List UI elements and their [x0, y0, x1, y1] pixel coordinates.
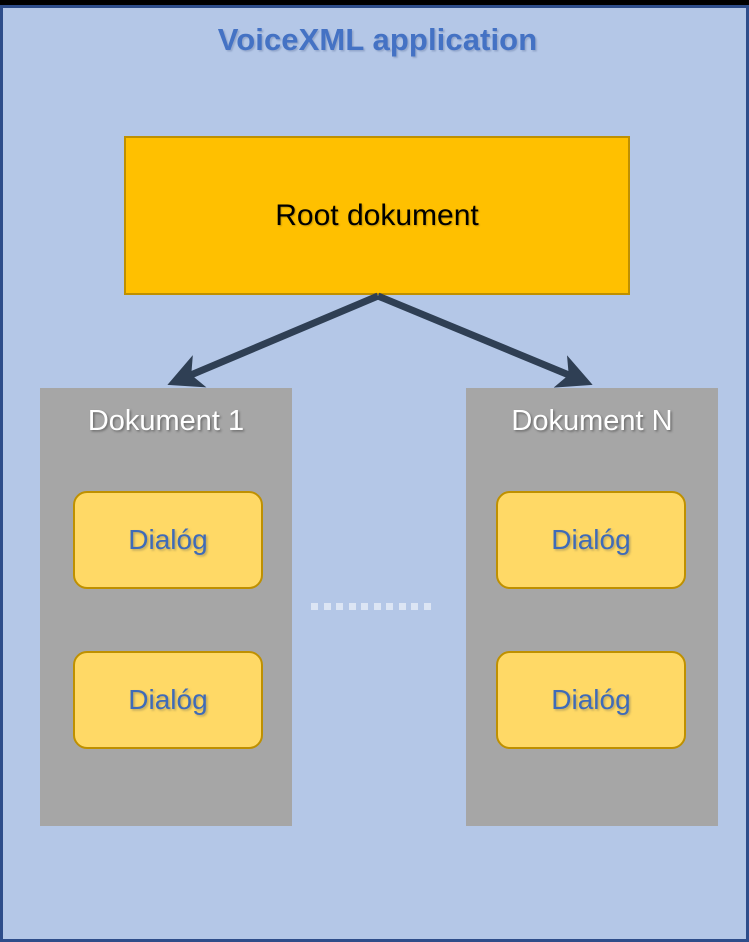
- ellipsis-dot: [386, 602, 394, 610]
- ellipsis-dot: [311, 602, 318, 610]
- page-title: VoiceXML application: [217, 22, 538, 57]
- ellipsis-dot: [361, 602, 369, 610]
- ellipsis-dot: [323, 602, 331, 610]
- document-1-title: Dokument 1: [87, 405, 245, 437]
- dialog-node-1-1[interactable]: Dialóg: [73, 491, 263, 589]
- dialog-node-n-2[interactable]: Dialóg: [496, 651, 686, 749]
- arrow-root-to-dokument-1: [167, 292, 380, 388]
- arrow-root-to-dokument-n: [376, 292, 593, 388]
- ellipsis-dot: [411, 602, 419, 610]
- dialog-node-n-1[interactable]: Dialóg: [496, 491, 686, 589]
- dialog-label: Dialóg: [551, 684, 631, 715]
- ellipsis-dot: [336, 602, 344, 610]
- ellipsis-dot: [348, 602, 356, 610]
- ellipsis-separator: [311, 601, 431, 611]
- ellipsis-dot: [398, 602, 406, 610]
- diagram-slide: VoiceXML application Root dokument Dokum…: [0, 5, 749, 942]
- root-document-label: Root dokument: [275, 198, 479, 232]
- root-document-node[interactable]: Root dokument: [124, 136, 630, 295]
- ellipsis-dot: [373, 602, 381, 610]
- dialog-node-1-2[interactable]: Dialóg: [73, 651, 263, 749]
- ellipsis-dot: [423, 602, 431, 610]
- document-node-1[interactable]: Dokument 1 Dialóg Dialóg: [40, 388, 292, 826]
- dialog-label: Dialóg: [128, 524, 208, 555]
- dialog-label: Dialóg: [551, 524, 631, 555]
- document-n-title: Dokument N: [511, 405, 673, 437]
- dialog-label: Dialóg: [128, 684, 208, 715]
- document-node-n[interactable]: Dokument N Dialóg Dialóg: [466, 388, 718, 826]
